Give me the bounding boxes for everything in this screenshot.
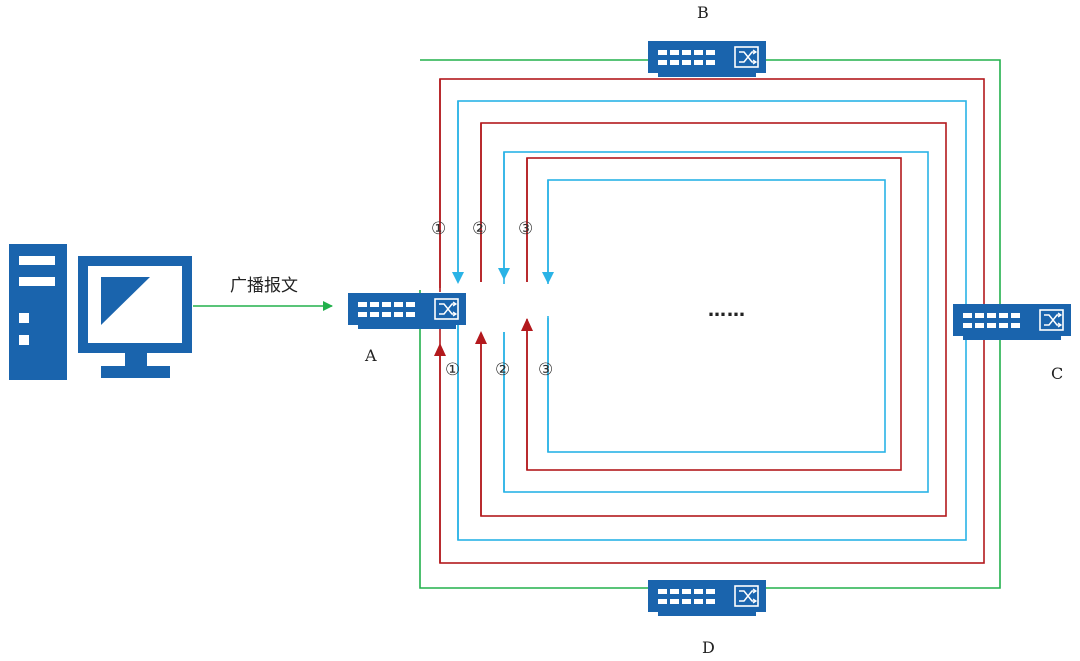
switch-d xyxy=(647,579,767,617)
top-loop-number-2: ② xyxy=(472,219,487,239)
node-label-d: D xyxy=(702,638,715,657)
switch-b xyxy=(647,40,767,78)
top-loop-number-1: ① xyxy=(431,219,446,239)
network-switch-icon xyxy=(647,579,767,617)
node-label-b: B xyxy=(697,3,709,22)
bottom-loop-number-1: ① xyxy=(445,360,460,380)
bottom-loop-number-3: ③ xyxy=(538,360,553,380)
node-label-c: C xyxy=(1051,364,1063,383)
switch-c xyxy=(952,303,1072,341)
ellipsis-text: …… xyxy=(708,300,746,321)
bottom-loop-number-2: ② xyxy=(495,360,510,380)
broadcast-label: 广播报文 xyxy=(230,276,298,296)
node-label-a: A xyxy=(364,346,377,365)
downward-arrows xyxy=(452,268,554,284)
green-outer-loop xyxy=(419,59,1001,589)
top-loop-numbers: ① ② ③ xyxy=(431,219,533,239)
network-switch-icon xyxy=(952,303,1072,341)
desktop-computer-icon xyxy=(9,244,192,380)
blue-loop-2 xyxy=(503,151,929,493)
top-loop-number-3: ③ xyxy=(518,219,533,239)
switch-a xyxy=(347,292,467,330)
network-switch-icon xyxy=(647,40,767,78)
upward-arrows xyxy=(434,318,533,356)
network-switch-icon xyxy=(347,292,467,330)
bottom-loop-numbers: ① ② ③ xyxy=(445,360,553,380)
